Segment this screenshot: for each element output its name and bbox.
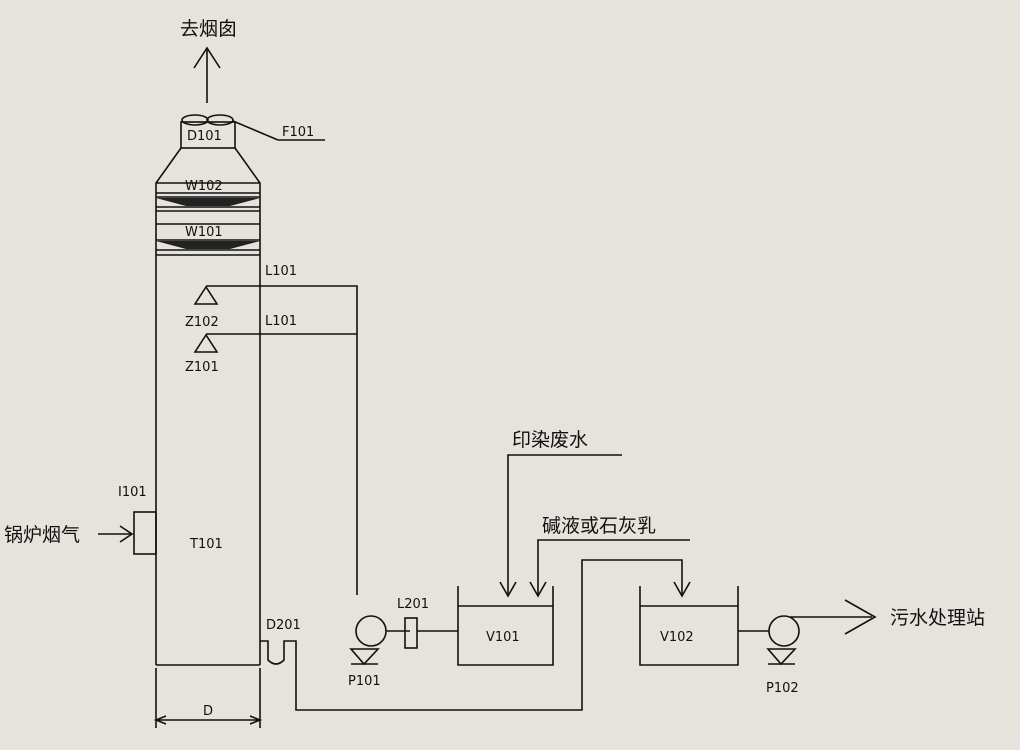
spray-nozzle-z102	[193, 285, 219, 305]
tower-left-wall	[155, 147, 182, 665]
gas-inlet-i101	[133, 511, 157, 555]
boiler-gas-label: 锅炉烟气	[4, 524, 80, 546]
l101-bottom-label: L101	[265, 314, 297, 329]
chimney-label: 去烟囱	[180, 18, 237, 40]
diameter-dimension	[153, 668, 263, 728]
z101-label: Z101	[185, 360, 219, 375]
tank-v102-label: V102	[660, 630, 694, 645]
filter-label: L201	[397, 597, 429, 612]
diameter-label: D	[203, 704, 213, 719]
pump-p101-label: P101	[348, 674, 381, 689]
spray-pipe-l101	[206, 285, 358, 595]
fan-label: F101	[282, 125, 314, 140]
w101-label: W101	[185, 225, 223, 240]
tank-v101	[457, 586, 554, 666]
w102-label: W102	[185, 179, 223, 194]
boiler-gas-arrow	[98, 525, 134, 543]
pump-p101	[349, 615, 410, 666]
tower-label: T101	[189, 537, 223, 552]
filter-l201	[404, 617, 418, 649]
packing-section-w101	[156, 223, 260, 256]
drain-seal-d201	[260, 559, 691, 711]
tower-right-wall	[234, 147, 261, 665]
z102-label: Z102	[185, 315, 219, 330]
tank-v101-label: V101	[486, 630, 520, 645]
drain-seal-label: D201	[266, 618, 301, 633]
exhaust-arrow	[193, 46, 221, 103]
inlet-label: I101	[118, 485, 147, 500]
l101-top-label: L101	[265, 264, 297, 279]
pump-p102-label: P102	[766, 681, 799, 696]
dye-wastewater-arrow	[499, 454, 622, 598]
fan-f101	[181, 114, 325, 141]
packing-section-w102	[156, 192, 260, 212]
dye-wastewater-label: 印染废水	[512, 429, 588, 451]
spray-nozzle-z101	[193, 333, 219, 353]
alkali-label: 碱液或石灰乳	[542, 515, 656, 537]
demister-label: D101	[187, 129, 222, 144]
treatment-station-label: 污水处理站	[890, 607, 985, 629]
pump-p102	[766, 599, 877, 666]
demister-d101	[180, 121, 236, 149]
tank-v102	[639, 586, 739, 666]
alkali-arrow	[529, 539, 690, 598]
